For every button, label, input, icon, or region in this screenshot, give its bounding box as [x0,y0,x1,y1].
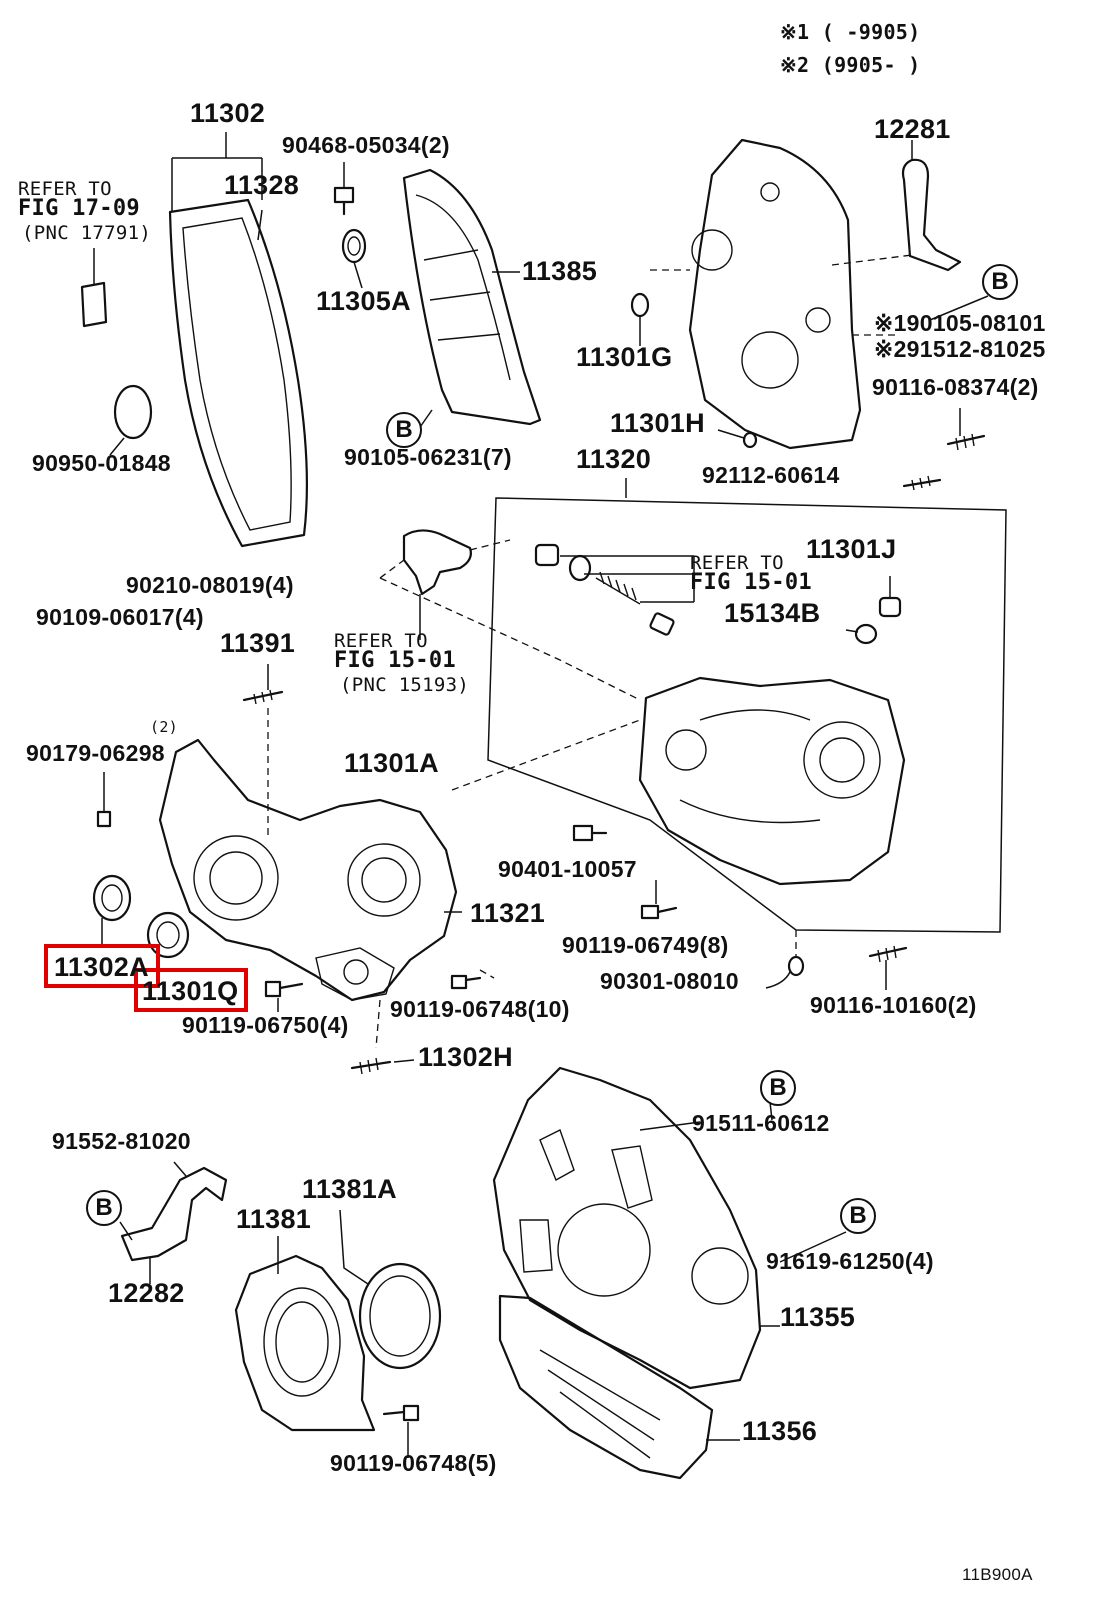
label-90105-06231: 90105-06231(7) [344,444,512,470]
bolt-ref-b-marker: B [395,416,413,443]
label-11385: 11385 [522,256,598,286]
label-12281: 12281 [874,114,951,144]
cover-plate-11385 [402,168,542,431]
label-11302: 11302 [190,98,266,128]
label-11301a: 11301A [344,748,439,778]
baffle-ref-15-01 [379,529,641,701]
plug-90179 [96,772,112,828]
label-qty-2: (2) [150,718,178,736]
timing-gear-case-11321 [158,719,641,1049]
label-90109-06017: 90109-06017(4) [36,604,204,630]
bolt-90119-06749 [640,880,678,920]
label-11302a: 11302A [54,952,149,982]
label-90116-08374: 90116-08374(2) [872,374,1039,400]
stud-90116-10160 [868,945,908,990]
note-2: ※2 (9905- ) [780,53,921,77]
oil-pump-housing [638,676,906,886]
label-11301g: 11301G [576,342,673,372]
label-11321: 11321 [470,898,546,928]
label-12282: 12282 [108,1278,185,1308]
highlight-boxes [44,944,248,1012]
bolt-90401 [572,824,608,842]
label-90950-01848: 90950-01848 [32,450,171,476]
oil-seal-11301q [146,911,190,959]
bolt-ref-b-marker: B [769,1074,787,1101]
label-90468-05034: 90468-05034(2) [282,132,450,158]
label-11320: 11320 [576,444,652,474]
bolt-90119-06750 [264,980,304,1012]
label-11301j: 11301J [806,534,897,564]
label-11381a: 11381A [302,1174,397,1204]
relief-valve-parts [534,543,695,636]
label-11301q: 11301Q [142,976,239,1006]
seal-retainer-11381 [234,1236,376,1432]
label-refer-to-15b-line1: REFER TO [334,630,428,652]
label-91511-60612: 91511-60612 [692,1110,830,1136]
stud-90116-08374 [946,408,986,451]
label-11355: 11355 [780,1302,856,1332]
oil-seal-11381a [339,1209,442,1370]
stud-11302h [350,1057,415,1075]
label-90116-10160: 90116-10160(2) [810,992,977,1018]
label-90179-06298: 90179-06298 [26,740,165,766]
note-1: ※1 ( -9905) [780,20,921,44]
bolt-ref-b-marker: B [849,1202,867,1229]
bolt-ref-b-marker: B [991,268,1009,295]
washer-90301 [765,930,805,989]
plug-11301j [878,576,902,618]
bracket-12281 [901,140,962,272]
bolt-90119-06748-5 [382,1404,420,1458]
label-90401-10057: 90401-10057 [498,856,637,882]
label-90210-08019: 90210-08019(4) [126,572,294,598]
label-91512-81025: ※291512-81025 [874,336,1046,362]
label-11305a: 11305A [316,286,411,316]
label-refer-to-17-line1: REFER TO [18,178,112,200]
bracket-12282 [119,1161,228,1284]
bolt-ref-b-markers [86,264,1018,1234]
bolt-90468 [333,162,355,216]
plug-90950 [109,384,153,456]
label-refer-to-17-line2: FIG 17-09 [18,196,140,221]
label-90119-06749: 90119-06749(8) [562,932,729,958]
label-92112-60614: 92112-60614 [702,462,840,488]
label-refer-to-17-line3: (PNC 17791) [22,222,152,244]
gasket-15134b [845,623,878,645]
seal-11301g [630,292,650,346]
label-11356: 11356 [742,1416,818,1446]
label-90119-06750: 90119-06750(4) [182,1012,349,1038]
oil-seal-11302a [92,874,132,944]
label-refer-to-15b-line2: FIG 15-01 [334,648,456,673]
label-refer-to-15a-line1: REFER TO [690,552,784,574]
ring-11301h [717,429,758,449]
dowel-11391 [242,664,284,840]
label-11302h: 11302H [418,1042,513,1072]
label-90119-06748-10: 90119-06748(10) [390,996,570,1022]
label-91619-61250: 91619-61250(4) [766,1248,934,1274]
label-11328: 11328 [224,170,300,200]
label-90119-06748-5: 90119-06748(5) [330,1450,497,1476]
timing-belt-cover-11302 [168,132,308,548]
label-11391: 11391 [220,628,296,658]
label-91552-81020: 91552-81020 [52,1128,191,1154]
bolt-90119-06748-10 [450,969,495,990]
gasket-ref-17-09 [80,248,108,328]
timing-cover-upper [650,138,913,450]
bolt-ref-b-marker: B [95,1194,113,1221]
label-15134b: 15134B [724,598,821,628]
label-90301-08010: 90301-08010 [600,968,739,994]
label-90105-08101: ※190105-08101 [874,310,1046,336]
label-11381: 11381 [236,1204,312,1234]
baffle-plate-11356 [498,1294,740,1480]
end-plate-11355 [492,1066,847,1390]
label-refer-to-15b-line3: (PNC 15193) [340,674,470,696]
seal-11305a [341,228,367,289]
stud-92112 [902,475,942,491]
figure-id: 11B900A [962,1565,1033,1584]
label-11301h: 11301H [610,408,705,438]
label-refer-to-15a-line2: FIG 15-01 [690,570,812,595]
